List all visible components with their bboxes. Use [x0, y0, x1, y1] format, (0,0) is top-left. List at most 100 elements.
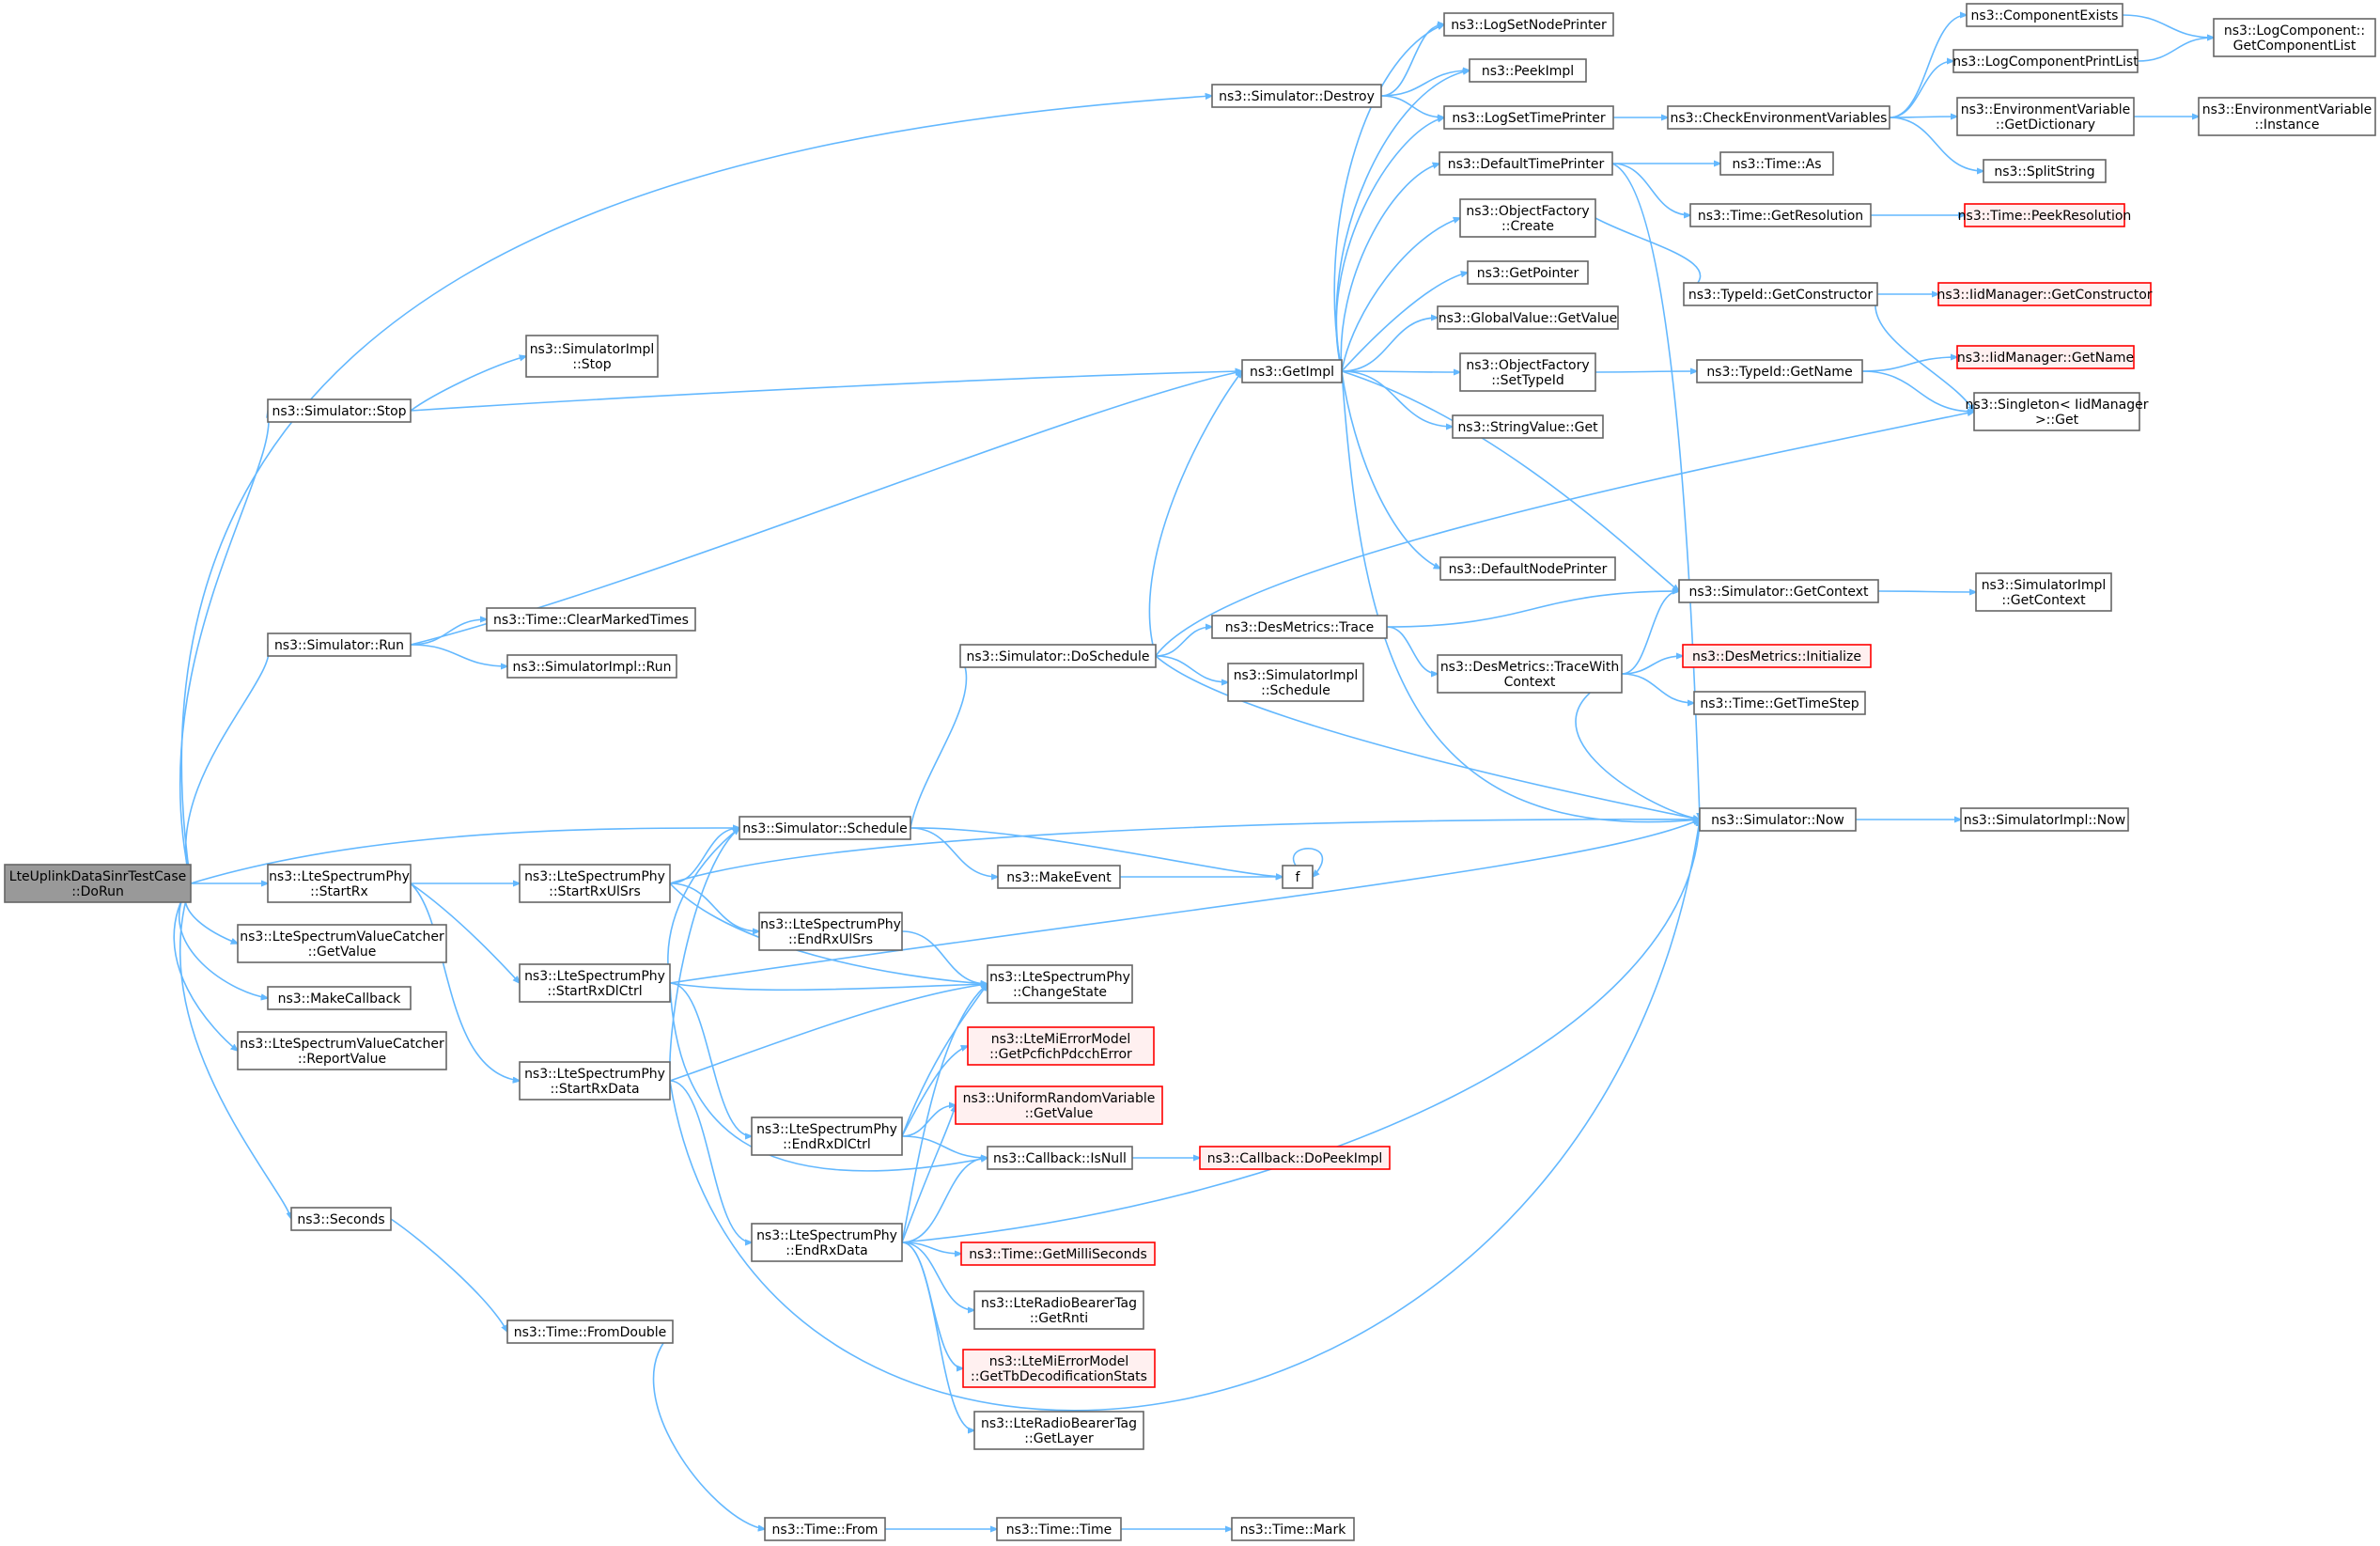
- node-simimpl_now[interactable]: ns3::SimulatorImpl::Now: [1960, 807, 2129, 832]
- node-time_getres[interactable]: ns3::Time::GetResolution: [1689, 203, 1872, 227]
- node-logsettimeprinter[interactable]: ns3::LogSetTimePrinter: [1443, 105, 1614, 130]
- node-lmem_pcfich[interactable]: ns3::LteMiErrorModel::GetPcfichPdcchErro…: [967, 1026, 1155, 1066]
- node-seconds[interactable]: ns3::Seconds: [290, 1207, 392, 1231]
- node-sim_now[interactable]: ns3::Simulator::Now: [1699, 807, 1857, 832]
- node-of_create[interactable]: ns3::ObjectFactory::Create: [1459, 198, 1596, 238]
- node-lsp_endrxdlctrl[interactable]: ns3::LteSpectrumPhy::EndRxDlCtrl: [751, 1117, 903, 1156]
- node-lsp_startrxdata[interactable]: ns3::LteSpectrumPhy::StartRxData: [519, 1061, 671, 1101]
- node-sim_schedule[interactable]: ns3::Simulator::Schedule: [739, 816, 911, 840]
- call-edge-checkenv-to-splitstring: [1889, 117, 1983, 171]
- node-lsp_changestate[interactable]: ns3::LteSpectrumPhy::ChangeState: [987, 964, 1133, 1004]
- node-time_fromdouble[interactable]: ns3::Time::FromDouble: [506, 1320, 674, 1344]
- call-edge-desm_tracewith-to-sim_getcontext: [1621, 591, 1679, 675]
- node-lsvc_getvalue[interactable]: ns3::LteSpectrumValueCatcher::GetValue: [237, 924, 447, 963]
- node-lsp_endrxulsrs[interactable]: ns3::LteSpectrumPhy::EndRxUlSrs: [758, 912, 903, 951]
- node-time_clearmarked[interactable]: ns3::Time::ClearMarkedTimes: [486, 607, 696, 632]
- node-box: [996, 1517, 1122, 1541]
- node-time_as[interactable]: ns3::Time::As: [1719, 151, 1834, 176]
- node-label: ns3::GetPointer: [1477, 266, 1579, 281]
- node-getpointer[interactable]: ns3::GetPointer: [1467, 260, 1589, 285]
- node-cb_dopeekimpl[interactable]: ns3::Callback::DoPeekImpl: [1199, 1146, 1391, 1170]
- node-getimpl[interactable]: ns3::GetImpl: [1241, 359, 1343, 383]
- node-defaultnodeprinter[interactable]: ns3::DefaultNodePrinter: [1439, 556, 1616, 581]
- node-simimpl_getcontext[interactable]: ns3::SimulatorImpl::GetContext: [1975, 572, 2112, 612]
- node-simimpl_run[interactable]: ns3::SimulatorImpl::Run: [506, 654, 677, 679]
- node-box: [1975, 572, 2112, 612]
- call-edge-sim_schedule-to-sim_doschedule: [910, 656, 967, 829]
- node-logcomp_getlist[interactable]: ns3::LogComponent::GetComponentList: [2213, 18, 2376, 57]
- node-box: [1973, 392, 2140, 431]
- node-label: ns3::TypeId::GetConstructor: [1688, 288, 1873, 303]
- node-makecallback[interactable]: ns3::MakeCallback: [267, 986, 412, 1010]
- node-box: [959, 644, 1157, 668]
- node-label: ns3::DefaultTimePrinter: [1448, 157, 1605, 172]
- node-env_instance[interactable]: ns3::EnvironmentVariable::Instance: [2198, 97, 2376, 136]
- node-simimpl_stop[interactable]: ns3::SimulatorImpl::Stop: [525, 335, 659, 378]
- node-lrbt_getlayer[interactable]: ns3::LteRadioBearerTag::GetLayer: [973, 1411, 1144, 1450]
- node-lmem_gettb[interactable]: ns3::LteMiErrorModel::GetTbDecodificatio…: [962, 1349, 1156, 1388]
- node-makeevent[interactable]: ns3::MakeEvent: [997, 865, 1121, 889]
- node-simimpl_schedule[interactable]: ns3::SimulatorImpl::Schedule: [1227, 663, 1364, 702]
- node-gv_getvalue[interactable]: ns3::GlobalValue::GetValue: [1437, 305, 1619, 330]
- node-sv_get[interactable]: ns3::StringValue::Get: [1452, 414, 1604, 439]
- node-sim_destroy[interactable]: ns3::Simulator::Destroy: [1211, 84, 1382, 108]
- node-label: ::DoRun: [71, 884, 124, 899]
- node-box: [1443, 105, 1614, 130]
- node-typeid_getname[interactable]: ns3::TypeId::GetName: [1696, 359, 1863, 383]
- node-sim_getcontext[interactable]: ns3::Simulator::GetContext: [1678, 579, 1879, 603]
- node-lsp_endrxdata[interactable]: ns3::LteSpectrumPhy::EndRxData: [751, 1223, 903, 1262]
- node-singleton_get[interactable]: ns3::Singleton< IidManager >::Get: [1966, 392, 2149, 431]
- node-label: ::GetValue: [1025, 1106, 1094, 1121]
- node-label: ns3::DesMetrics::Initialize: [1692, 649, 1861, 664]
- node-peekimpl[interactable]: ns3::PeekImpl: [1469, 58, 1587, 83]
- call-edge-lsp_startrxdlctrl-to-lsp_endrxdlctrl: [669, 982, 752, 1136]
- node-box: [1469, 58, 1587, 83]
- call-edge-lsp_endrxulsrs-to-lsp_changestate: [901, 930, 988, 984]
- node-box: [1956, 345, 2135, 369]
- node-time_peekres[interactable]: ns3::Time::PeekResolution: [1958, 203, 2132, 227]
- node-time_mark[interactable]: ns3::Time::Mark: [1231, 1517, 1355, 1541]
- node-sim_stop[interactable]: ns3::Simulator::Stop: [267, 398, 412, 423]
- node-lsp_startrxdlctrl[interactable]: ns3::LteSpectrumPhy::StartRxDlCtrl: [519, 963, 671, 1003]
- node-cb_isnull[interactable]: ns3::Callback::IsNull: [987, 1146, 1133, 1170]
- node-f[interactable]: f: [1282, 865, 1314, 889]
- node-time_time[interactable]: ns3::Time::Time: [996, 1517, 1122, 1541]
- node-lsp_startrxulsrs[interactable]: ns3::LteSpectrumPhy::StartRxUlSrs: [519, 864, 671, 903]
- node-logcomponentprintlist[interactable]: ns3::LogComponentPrintList: [1952, 49, 2139, 73]
- call-edge-getimpl-to-getpointer: [1341, 273, 1468, 372]
- node-defaulttimeprinter[interactable]: ns3::DefaultTimePrinter: [1439, 151, 1613, 176]
- node-time_from[interactable]: ns3::Time::From: [764, 1517, 886, 1541]
- call-edge-sim_destroy-to-logsetnodeprinter: [1380, 24, 1444, 97]
- node-box: [967, 1026, 1155, 1066]
- node-box: [973, 1411, 1144, 1450]
- node-lsp_startrx[interactable]: ns3::LteSpectrumPhy::StartRx: [267, 864, 412, 903]
- node-time_gettimestep[interactable]: ns3::Time::GetTimeStep: [1693, 691, 1866, 715]
- call-edge-desm_tracewith-to-sim_now: [1575, 673, 1700, 820]
- node-label: ::ChangeState: [1013, 985, 1107, 1000]
- node-checkenv[interactable]: ns3::CheckEnvironmentVariables: [1667, 105, 1890, 130]
- node-urv_getvalue[interactable]: ns3::UniformRandomVariable::GetValue: [955, 1085, 1163, 1125]
- call-edge-sim_destroy-to-logsettimeprinter: [1380, 95, 1444, 117]
- call-edge-typeid_getname-to-iid_getname: [1861, 357, 1957, 372]
- node-desm_init[interactable]: ns3::DesMetrics::Initialize: [1682, 644, 1872, 668]
- node-env_getdict[interactable]: ns3::EnvironmentVariable::GetDictionary: [1956, 97, 2135, 136]
- node-label: ns3::StringValue::Get: [1457, 420, 1598, 435]
- node-label: ns3::CheckEnvironmentVariables: [1671, 111, 1888, 126]
- node-of_settypeid[interactable]: ns3::ObjectFactory::SetTypeId: [1459, 352, 1596, 392]
- node-dorun[interactable]: LteUplinkDataSinrTestCase::DoRun: [4, 864, 192, 903]
- node-typeid_getctor[interactable]: ns3::TypeId::GetConstructor: [1683, 282, 1878, 306]
- node-logsetnodeprinter[interactable]: ns3::LogSetNodePrinter: [1443, 12, 1614, 37]
- node-label: ns3::SimulatorImpl: [1982, 578, 2107, 593]
- node-componentexists[interactable]: ns3::ComponentExists: [1966, 3, 2123, 27]
- node-iid_getctor[interactable]: ns3::IidManager::GetConstructor: [1937, 282, 2153, 306]
- node-sim_doschedule[interactable]: ns3::Simulator::DoSchedule: [959, 644, 1157, 668]
- node-sim_run[interactable]: ns3::Simulator::Run: [267, 632, 412, 657]
- node-desm_trace[interactable]: ns3::DesMetrics::Trace: [1211, 615, 1388, 639]
- node-label: ns3::Callback::DoPeekImpl: [1207, 1151, 1383, 1166]
- node-lsvc_report[interactable]: ns3::LteSpectrumValueCatcher::ReportValu…: [237, 1031, 447, 1070]
- node-splitstring[interactable]: ns3::SplitString: [1983, 159, 2107, 183]
- node-iid_getname[interactable]: ns3::IidManager::GetName: [1956, 345, 2135, 369]
- node-time_getms[interactable]: ns3::Time::GetMilliSeconds: [960, 1241, 1156, 1266]
- node-lrbt_getrnti[interactable]: ns3::LteRadioBearerTag::GetRnti: [973, 1290, 1144, 1330]
